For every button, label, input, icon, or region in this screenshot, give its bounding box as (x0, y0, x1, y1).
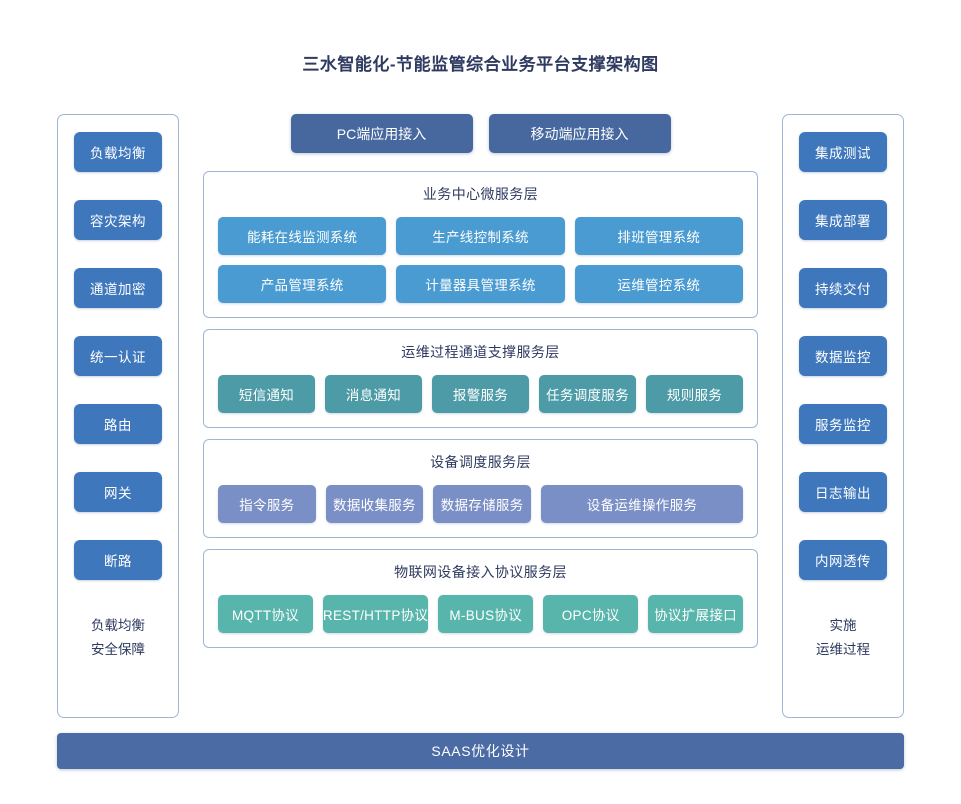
layer-device-scheduling-row-1: 指令服务 数据收集服务 数据存储服务 设备运维操作服务 (218, 485, 744, 523)
node-rest-http-protocol[interactable]: REST/HTTP协议 (322, 595, 429, 633)
right-chip-3[interactable]: 数据监控 (799, 336, 887, 376)
layer-ops-channel-support: 运维过程通道支撑服务层 短信通知 消息通知 报警服务 任务调度服务 规则服务 (203, 329, 758, 428)
right-chip-1[interactable]: 集成部署 (799, 200, 887, 240)
layer-business-center: 业务中心微服务层 能耗在线监测系统 生产线控制系统 排班管理系统 产品管理系统 … (203, 171, 758, 318)
layer-iot-protocol-access: 物联网设备接入协议服务层 MQTT协议 REST/HTTP协议 M-BUS协议 … (203, 549, 758, 648)
node-product-management[interactable]: 产品管理系统 (218, 265, 387, 303)
left-chip-2[interactable]: 通道加密 (74, 268, 162, 308)
left-footer-line-2: 安全保障 (91, 642, 145, 657)
layer-business-center-row-1: 能耗在线监测系统 生产线控制系统 排班管理系统 (218, 217, 743, 255)
node-task-scheduling-service[interactable]: 任务调度服务 (539, 375, 636, 413)
left-chip-1[interactable]: 容灾架构 (74, 200, 162, 240)
center-stack: PC端应用接入 移动端应用接入 业务中心微服务层 能耗在线监测系统 生产线控制系… (203, 114, 758, 659)
node-sms-notification[interactable]: 短信通知 (218, 375, 315, 413)
right-chip-6[interactable]: 内网透传 (799, 540, 887, 580)
left-chip-0[interactable]: 负载均衡 (74, 132, 162, 172)
node-message-notification[interactable]: 消息通知 (325, 375, 422, 413)
node-mqtt-protocol[interactable]: MQTT协议 (218, 595, 313, 633)
entry-bar-mobile[interactable]: 移动端应用接入 (488, 114, 671, 153)
layer-ops-channel-support-row-1: 短信通知 消息通知 报警服务 任务调度服务 规则服务 (218, 375, 743, 413)
page-title: 三水智能化-节能监管综合业务平台支撑架构图 (302, 55, 659, 74)
layer-iot-protocol-access-title: 物联网设备接入协议服务层 (394, 564, 567, 580)
right-footer-line-1: 实施 (829, 618, 857, 633)
right-column-footer: 实施 运维过程 (816, 614, 870, 662)
node-shift-management[interactable]: 排班管理系统 (574, 217, 743, 255)
left-chip-4[interactable]: 路由 (74, 404, 162, 444)
node-command-service[interactable]: 指令服务 (218, 485, 316, 523)
left-column-footer: 负载均衡 安全保障 (91, 614, 145, 662)
layer-business-center-row-2: 产品管理系统 计量器具管理系统 运维管控系统 (218, 265, 743, 303)
left-footer-line-1: 负载均衡 (91, 618, 145, 633)
node-opc-protocol[interactable]: OPC协议 (543, 595, 639, 633)
node-metering-device-management[interactable]: 计量器具管理系统 (396, 265, 565, 303)
node-production-line-control[interactable]: 生产线控制系统 (396, 217, 565, 255)
node-energy-monitoring[interactable]: 能耗在线监测系统 (218, 217, 387, 255)
entry-bar-pc[interactable]: PC端应用接入 (290, 114, 473, 153)
node-data-storage-service[interactable]: 数据存储服务 (433, 485, 531, 523)
layer-device-scheduling-title: 设备调度服务层 (430, 454, 531, 470)
layer-device-scheduling: 设备调度服务层 指令服务 数据收集服务 数据存储服务 设备运维操作服务 (203, 439, 758, 538)
layer-iot-protocol-access-row-1: MQTT协议 REST/HTTP协议 M-BUS协议 OPC协议 协议扩展接口 (218, 595, 743, 633)
node-mbus-protocol[interactable]: M-BUS协议 (438, 595, 534, 633)
right-chip-0[interactable]: 集成测试 (799, 132, 887, 172)
right-support-column: 集成测试 集成部署 持续交付 数据监控 服务监控 日志输出 内网透传 实施 运维… (782, 114, 904, 718)
node-device-ops-operation-service[interactable]: 设备运维操作服务 (540, 485, 744, 523)
architecture-diagram: 负载均衡 容灾架构 通道加密 统一认证 路由 网关 断路 负载均衡 安全保障 集… (57, 114, 904, 769)
right-chip-5[interactable]: 日志输出 (799, 472, 887, 512)
bottom-bar-saas-optimization[interactable]: SAAS优化设计 (57, 733, 904, 769)
node-rule-service[interactable]: 规则服务 (646, 375, 743, 413)
right-chip-4[interactable]: 服务监控 (799, 404, 887, 444)
layer-business-center-title: 业务中心微服务层 (422, 186, 539, 202)
left-support-column: 负载均衡 容灾架构 通道加密 统一认证 路由 网关 断路 负载均衡 安全保障 (57, 114, 179, 718)
node-protocol-extension-interface[interactable]: 协议扩展接口 (648, 595, 743, 633)
node-alarm-service[interactable]: 报警服务 (432, 375, 529, 413)
right-chip-2[interactable]: 持续交付 (799, 268, 887, 308)
left-chip-6[interactable]: 断路 (74, 540, 162, 580)
node-data-collection-service[interactable]: 数据收集服务 (325, 485, 424, 523)
right-footer-line-2: 运维过程 (816, 642, 870, 657)
layer-ops-channel-support-title: 运维过程通道支撑服务层 (401, 344, 560, 360)
application-entry-row: PC端应用接入 移动端应用接入 (203, 114, 758, 153)
node-ops-control[interactable]: 运维管控系统 (574, 265, 743, 303)
left-chip-5[interactable]: 网关 (74, 472, 162, 512)
left-chip-3[interactable]: 统一认证 (74, 336, 162, 376)
